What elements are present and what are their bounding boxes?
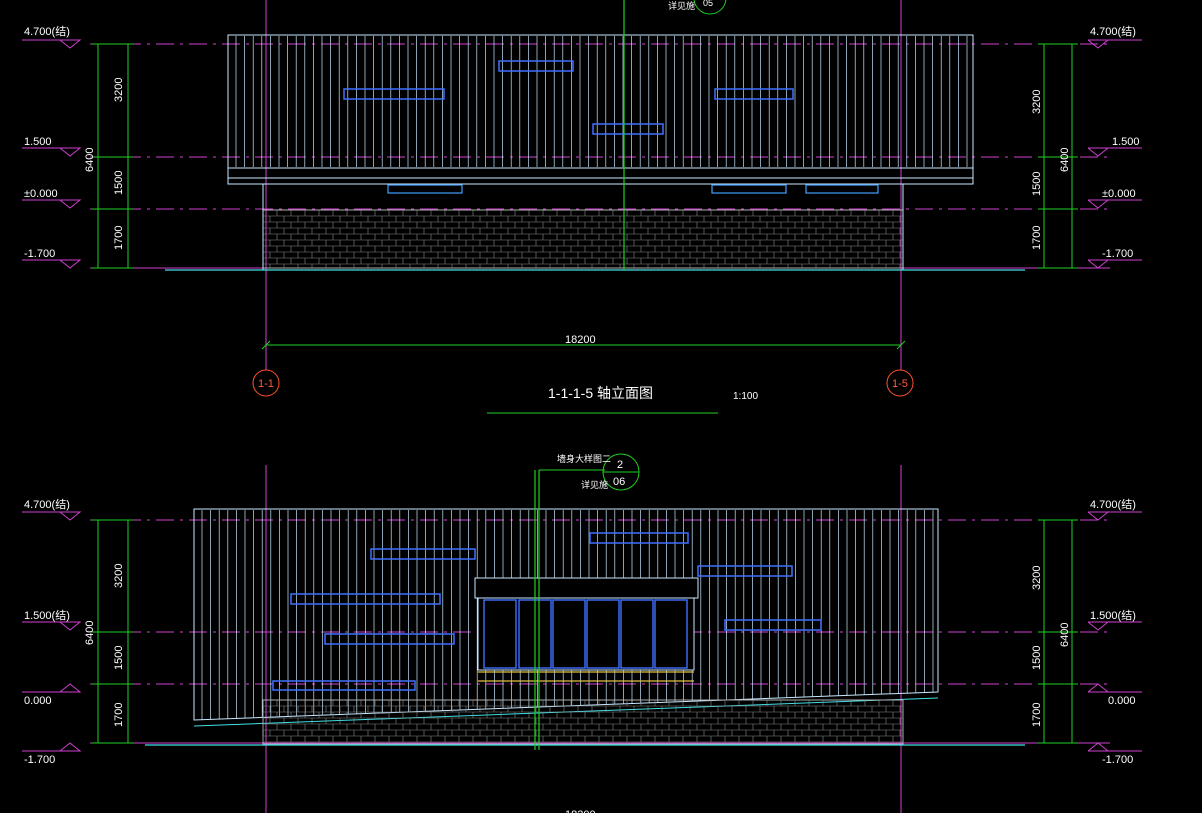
level-label-base-right: -1.700 — [1102, 248, 1133, 260]
right-level-markers — [1087, 39, 1142, 269]
window — [724, 619, 822, 631]
level-label-base-right: -1.700 — [1102, 754, 1133, 766]
left-level-markers — [22, 39, 82, 269]
level-label-base: -1.700 — [24, 248, 55, 260]
right-dim-chain — [1038, 519, 1078, 744]
level-label-roof-right: 4.700(结) — [1090, 498, 1136, 511]
level-label-mid: 1.500 — [24, 136, 52, 148]
level-label-base: -1.700 — [24, 754, 55, 766]
detail-callout-circle — [693, 0, 727, 15]
window — [697, 565, 793, 577]
window — [370, 548, 476, 560]
dim-upper: 3200 — [113, 78, 125, 102]
eave-band — [227, 167, 974, 179]
right-level-markers — [1087, 511, 1142, 752]
left-dim-chain — [92, 43, 134, 269]
brick-plinth — [262, 209, 904, 269]
brick-pattern — [262, 700, 903, 744]
level-label-roof-right: 4.700(结) — [1090, 25, 1136, 38]
width-dim: 18200 — [565, 809, 596, 813]
detail-callout-num-top: 2 — [617, 459, 623, 471]
level-label-ground-right: ±0.000 — [1102, 188, 1136, 200]
window — [290, 593, 441, 605]
upper-wall — [193, 508, 939, 721]
bottom-elevation: 墙身大样图二 详见施 2 06 4.700(结) 1.500(结) 0.000 … — [22, 453, 1142, 813]
drawing-title: 1-1-1-5 轴立面图 — [548, 385, 653, 401]
window — [592, 123, 664, 135]
top-elevation: 详见施 05 4.700(结) 1.500 ±0.000 -1.700 — [22, 0, 1142, 414]
dim-upper: 3200 — [113, 564, 125, 588]
dim-total: 6400 — [84, 148, 96, 172]
detail-callout-text: 详见施 — [581, 479, 608, 490]
window — [498, 60, 574, 72]
glass-door-frame — [477, 597, 695, 671]
window — [324, 633, 455, 645]
width-dim: 18200 — [565, 334, 596, 346]
level-label-mid: 1.500(结) — [24, 609, 70, 622]
detail-callout-label: 墙身大样图二 — [557, 453, 611, 464]
canopy — [474, 577, 699, 599]
axis-label-right: 1-5 — [892, 378, 908, 390]
window — [714, 88, 794, 100]
left-level-markers — [22, 511, 82, 752]
level-label-roof: 4.700(结) — [24, 498, 70, 511]
cladding-lines — [235, 36, 968, 167]
window — [272, 680, 416, 691]
low-window — [387, 184, 463, 194]
left-dim-chain — [92, 519, 134, 744]
level-label-ground: ±0.000 — [24, 188, 58, 200]
axis-label-left: 1-1 — [258, 378, 274, 390]
dim-lower-right: 1700 — [1031, 703, 1043, 727]
detail-callout-num-bottom: 06 — [613, 476, 625, 488]
brick-pattern — [262, 210, 903, 268]
window — [343, 88, 445, 100]
level-label-roof: 4.700(结) — [24, 25, 70, 38]
eave-band-lower — [227, 177, 974, 185]
dim-middle-right: 1500 — [1031, 172, 1043, 196]
right-dim-chain — [1038, 43, 1078, 269]
dim-middle: 1500 — [113, 171, 125, 195]
dim-total-right: 6400 — [1059, 623, 1071, 647]
upper-wall — [227, 34, 974, 169]
dim-upper-right: 3200 — [1031, 566, 1043, 590]
brick-plinth — [262, 699, 904, 745]
drawing-scale: 1:100 — [733, 391, 758, 402]
dim-total-right: 6400 — [1059, 148, 1071, 172]
dim-lower: 1700 — [113, 226, 125, 250]
detail-callout-text: 详见施 — [668, 0, 695, 11]
level-label-ground: 0.000 — [24, 695, 52, 707]
dim-middle: 1500 — [113, 646, 125, 670]
dim-lower: 1700 — [113, 703, 125, 727]
low-window — [805, 184, 879, 194]
detail-callout-num: 05 — [703, 0, 713, 8]
level-label-mid-right: 1.500 — [1112, 136, 1140, 148]
dim-upper-right: 3200 — [1031, 90, 1043, 114]
axis-bubble-left — [252, 369, 280, 397]
window — [589, 532, 689, 544]
low-window — [711, 184, 787, 194]
level-label-ground-right: 0.000 — [1108, 695, 1136, 707]
dim-total: 6400 — [84, 621, 96, 645]
level-label-mid-right: 1.500(结) — [1090, 609, 1136, 622]
dim-lower-right: 1700 — [1031, 226, 1043, 250]
axis-bubble-right — [886, 369, 914, 397]
dim-middle-right: 1500 — [1031, 646, 1043, 670]
